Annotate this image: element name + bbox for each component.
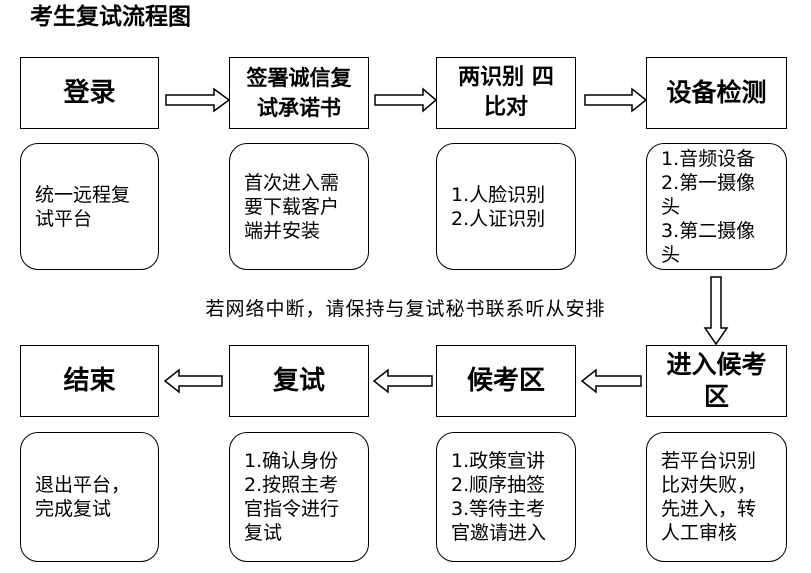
step-desc-text: 首次进入需 要下载客户 端并安装 bbox=[244, 171, 340, 242]
step-box-end: 结束 bbox=[20, 345, 159, 417]
step-desc-text: 1.人脸识别 2.人证识别 bbox=[451, 183, 546, 230]
step-desc-end: 退出平台， 完成复试 bbox=[20, 432, 159, 562]
arrow-right-icon bbox=[165, 87, 231, 113]
step-box-identify-verify: 两识别 四 比对 bbox=[436, 57, 576, 129]
step-box-login: 登录 bbox=[20, 57, 159, 129]
step-desc-text: 1.政策宣讲 2.顺序抽签 3.等待主考 官邀请进入 bbox=[451, 450, 547, 544]
arrow-left-icon bbox=[580, 368, 642, 394]
step-desc-text: 1.音频设备 2.第一摄像 头 3.第二摄像 头 bbox=[661, 147, 756, 266]
arrow-left-icon bbox=[372, 368, 433, 394]
step-label: 两识别 四 比对 bbox=[458, 65, 554, 120]
step-desc-text: 退出平台， 完成复试 bbox=[35, 474, 131, 520]
step-desc-text: 若平台识别 比对失败， 先进入，转 人工审核 bbox=[661, 450, 757, 544]
step-box-integrity-pledge: 签署诚信复 试承诺书 bbox=[229, 57, 369, 129]
network-note: 若网络中断，请保持与复试秘书联系听从安排 bbox=[205, 298, 606, 320]
step-label: 复试 bbox=[272, 366, 325, 396]
step-desc-identify-verify: 1.人脸识别 2.人证识别 bbox=[436, 143, 576, 270]
step-desc-login: 统一远程复 试平台 bbox=[20, 143, 159, 270]
arrow-left-icon bbox=[163, 368, 223, 394]
step-desc-interview: 1.确认身份 2.按照主考 官指令进行 复试 bbox=[229, 432, 369, 562]
step-label: 登录 bbox=[63, 78, 116, 108]
step-desc-integrity-pledge: 首次进入需 要下载客户 端并安装 bbox=[229, 143, 369, 270]
step-desc-device-check: 1.音频设备 2.第一摄像 头 3.第二摄像 头 bbox=[646, 143, 787, 270]
arrow-right-icon bbox=[374, 87, 438, 113]
step-label: 结束 bbox=[63, 366, 116, 396]
step-label: 进入候考 区 bbox=[666, 350, 767, 411]
step-box-enter-waiting-area: 进入候考 区 bbox=[646, 345, 787, 417]
step-box-interview: 复试 bbox=[229, 345, 369, 417]
page-title: 考生复试流程图 bbox=[30, 4, 191, 30]
step-desc-enter-waiting-area: 若平台识别 比对失败， 先进入，转 人工审核 bbox=[646, 432, 787, 562]
step-label: 签署诚信复 试承诺书 bbox=[246, 66, 352, 120]
step-box-waiting-area: 候考区 bbox=[436, 345, 576, 417]
step-desc-waiting-area: 1.政策宣讲 2.顺序抽签 3.等待主考 官邀请进入 bbox=[436, 432, 576, 562]
arrow-down-icon bbox=[703, 276, 729, 346]
step-label: 设备检测 bbox=[666, 78, 767, 107]
step-desc-text: 1.确认身份 2.按照主考 官指令进行 复试 bbox=[244, 450, 340, 544]
step-label: 候考区 bbox=[466, 366, 545, 396]
step-box-device-check: 设备检测 bbox=[646, 57, 787, 129]
arrow-right-icon bbox=[584, 87, 648, 113]
step-desc-text: 统一远程复 试平台 bbox=[35, 183, 131, 230]
